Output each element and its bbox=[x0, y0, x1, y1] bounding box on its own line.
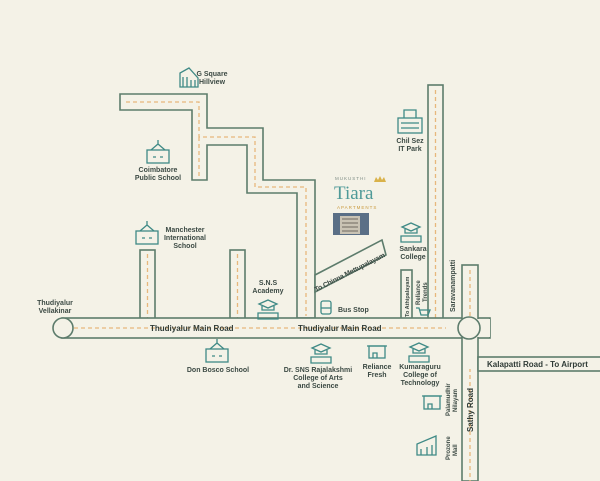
svg-text:S.N.S: S.N.S bbox=[259, 280, 278, 287]
landmark-reliance-fresh: Reliance Fresh bbox=[363, 364, 392, 379]
landmark-don-bosco: Don Bosco School bbox=[187, 367, 249, 374]
school-icon bbox=[135, 221, 159, 245]
graduation-cap-icon bbox=[310, 343, 332, 364]
road-label-thudiyalur-left: Thudiyalur Main Road bbox=[150, 324, 234, 333]
svg-text:Trends: Trends bbox=[423, 282, 429, 302]
road-label-kalapatti: Kalapatti Road - To Airport bbox=[487, 360, 588, 369]
svg-text:School: School bbox=[173, 243, 196, 250]
store-icon bbox=[422, 395, 442, 410]
svg-text:International: International bbox=[164, 235, 206, 242]
landmark-palamudhir-nilayam: Palamudhir Nilayam bbox=[446, 383, 459, 416]
landmark-dr-sns-rajalakshmi: Dr. SNS Rajalakshmi College of Arts and … bbox=[284, 367, 353, 390]
building-floors bbox=[342, 218, 358, 232]
roads bbox=[52, 84, 600, 481]
project-subtitle: APARTMENTS bbox=[337, 205, 377, 210]
svg-text:IT Park: IT Park bbox=[398, 146, 421, 153]
school-icon bbox=[205, 339, 229, 363]
project-name: Tiara bbox=[334, 183, 374, 204]
svg-text:Academy: Academy bbox=[252, 288, 283, 295]
landmark-thudiyalur-vellakinar: Thudiyalur Vellakinar bbox=[37, 300, 73, 315]
svg-text:College of: College of bbox=[403, 372, 438, 379]
svg-text:Public School: Public School bbox=[135, 175, 181, 182]
landmark-g-square: G Square Hillview bbox=[196, 71, 227, 86]
svg-text:Kumaraguru: Kumaraguru bbox=[399, 364, 441, 371]
project-brand: MUKUSTHI bbox=[335, 176, 367, 181]
landmark-chil-sez: Chil Sez IT Park bbox=[396, 138, 424, 153]
svg-text:Coimbatore: Coimbatore bbox=[139, 167, 178, 174]
graduation-cap-icon bbox=[400, 222, 422, 243]
crown-icon bbox=[374, 176, 386, 182]
landmark-prozone-mall: Prozone Mall bbox=[446, 436, 459, 460]
landmark-kumaraguru: Kumaraguru College of Technology bbox=[399, 364, 441, 387]
road-label-sathy: Sathy Road bbox=[466, 388, 475, 432]
cart-icon bbox=[416, 307, 431, 319]
svg-text:Reliance: Reliance bbox=[416, 280, 422, 305]
bus-icon bbox=[320, 300, 332, 315]
roundabout-saravanampatti bbox=[457, 316, 481, 340]
svg-text:Manchester: Manchester bbox=[166, 227, 205, 234]
roundabout-vellakinar bbox=[52, 317, 74, 339]
landmark-coimbatore-public-school: Coimbatore Public School bbox=[135, 167, 181, 182]
svg-text:Dr. SNS Rajalakshmi: Dr. SNS Rajalakshmi bbox=[284, 367, 353, 374]
svg-text:Thudiyalur: Thudiyalur bbox=[37, 300, 73, 307]
svg-text:Prozone: Prozone bbox=[446, 436, 452, 460]
svg-text:Fresh: Fresh bbox=[367, 372, 386, 379]
svg-text:Sankara: Sankara bbox=[399, 246, 426, 253]
svg-text:G Square: G Square bbox=[196, 71, 227, 78]
road-upper-loop-center bbox=[126, 101, 307, 316]
road-label-thudiyalur-right: Thudiyalur Main Road bbox=[298, 324, 382, 333]
landmark-bus-stop: Bus Stop bbox=[338, 307, 369, 314]
office-icon bbox=[397, 109, 423, 134]
road-label-saravanampatti: Saravanampatti bbox=[450, 260, 457, 312]
road-upper-loop bbox=[119, 93, 316, 319]
svg-text:Chil Sez: Chil Sez bbox=[396, 138, 424, 145]
svg-text:College of Arts: College of Arts bbox=[293, 375, 343, 382]
project-logo: MUKUSTHI Tiara APARTMENTS bbox=[333, 176, 386, 235]
graduation-cap-icon bbox=[257, 299, 279, 320]
svg-text:Hillview: Hillview bbox=[199, 79, 226, 86]
road-label-athipalayam: To Athipalayam bbox=[405, 277, 411, 317]
landmark-sns-academy: S.N.S Academy bbox=[252, 280, 283, 295]
svg-text:Nilayam: Nilayam bbox=[453, 389, 459, 412]
store-icon bbox=[367, 345, 387, 359]
svg-text:Reliance: Reliance bbox=[363, 364, 392, 371]
svg-text:College: College bbox=[400, 254, 425, 261]
graduation-cap-icon bbox=[408, 342, 430, 363]
road-kalapatti bbox=[477, 356, 600, 372]
junction-fill-2 bbox=[463, 339, 477, 369]
school-icon bbox=[146, 140, 170, 164]
road-chinna-mettupalayam bbox=[314, 238, 387, 294]
landmark-sankara-college: Sankara College bbox=[399, 246, 426, 261]
mall-icon bbox=[416, 435, 437, 456]
landmark-reliance-trends: Reliance Trends bbox=[416, 280, 429, 305]
svg-text:Palamudhir: Palamudhir bbox=[446, 383, 452, 416]
svg-text:Technology: Technology bbox=[401, 380, 440, 387]
landmark-manchester-school: Manchester International School bbox=[164, 227, 206, 250]
building-facade bbox=[340, 216, 360, 234]
svg-text:Mall: Mall bbox=[453, 444, 459, 456]
building-icon bbox=[179, 67, 199, 88]
svg-text:and Science: and Science bbox=[298, 383, 339, 390]
svg-text:Vellakinar: Vellakinar bbox=[39, 308, 72, 315]
